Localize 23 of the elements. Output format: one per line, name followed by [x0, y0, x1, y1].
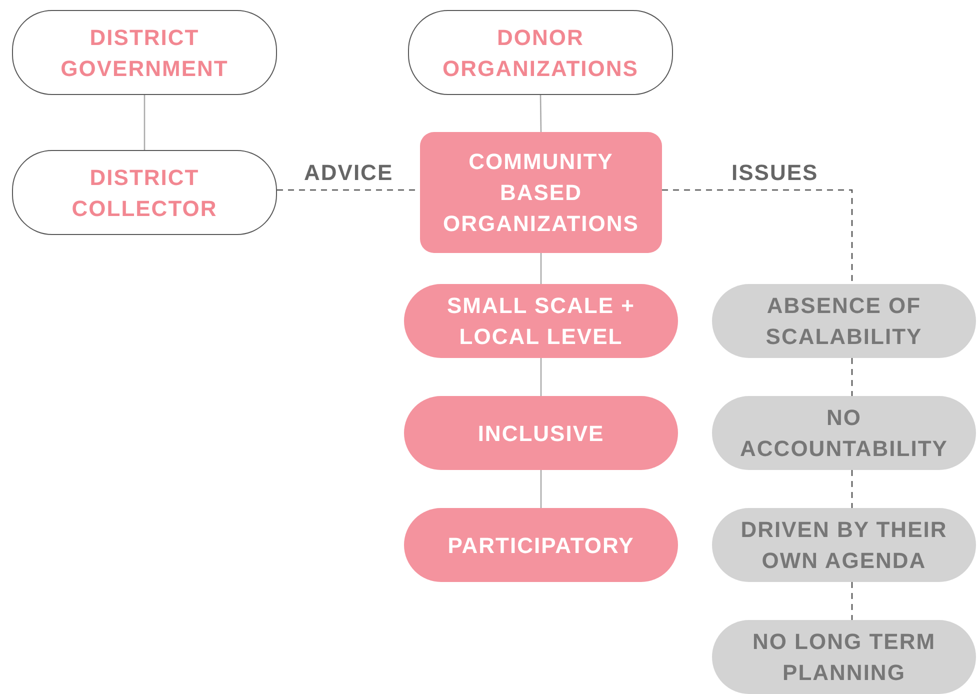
node-label: NO ACCOUNTABILITY [739, 404, 949, 463]
dashed-connector [851, 582, 853, 620]
node-label: NO LONG TERM PLANNING [751, 628, 937, 687]
node-label: DISTRICT COLLECTOR [70, 164, 218, 222]
dashed-connector [662, 189, 853, 284]
node-label: INCLUSIVE [478, 420, 604, 448]
dashed-connector [851, 358, 853, 396]
node-label: DISTRICT GOVERNMENT [60, 24, 230, 82]
node-label: DRIVEN BY THEIR OWN AGENDA [740, 516, 948, 575]
node-label: ABSENCE OF SCALABILITY [764, 292, 924, 351]
node-label: DONOR ORGANIZATIONS [442, 24, 640, 82]
connector-line [144, 95, 146, 150]
connector-line [540, 470, 542, 508]
edge-label: ADVICE [304, 160, 394, 186]
node-label: PARTICIPATORY [448, 532, 634, 560]
edge-label: ISSUES [732, 160, 818, 186]
node-label: COMMUNITY BASED ORGANIZATIONS [442, 148, 640, 238]
connector-line [540, 253, 542, 284]
node-label: SMALL SCALE + LOCAL LEVEL [446, 292, 636, 351]
connector-line [540, 358, 542, 396]
dashed-connector [851, 470, 853, 508]
rounded-box [420, 132, 662, 253]
connector-line [540, 95, 542, 132]
